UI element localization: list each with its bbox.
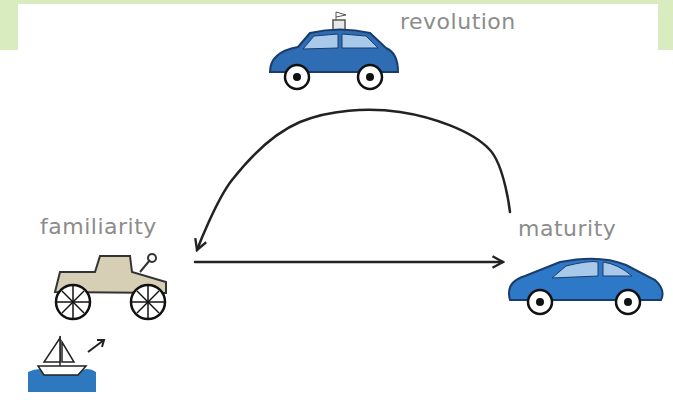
old-car — [55, 254, 166, 319]
self-driving-car — [270, 12, 398, 89]
stage-label: revolution — [400, 9, 516, 34]
modern-car — [509, 259, 663, 314]
header-band — [0, 0, 673, 50]
transition-arrow — [195, 261, 503, 264]
stage-node: revolution — [262, 5, 545, 100]
stage-label: maturity — [518, 216, 616, 241]
stage-node: maturity — [505, 212, 665, 315]
transition-arrow — [197, 110, 510, 250]
stage-label: familiarity — [40, 214, 157, 239]
stage-node: familiarity — [40, 210, 195, 325]
sailboat — [28, 336, 104, 392]
header-panel — [18, 4, 658, 50]
